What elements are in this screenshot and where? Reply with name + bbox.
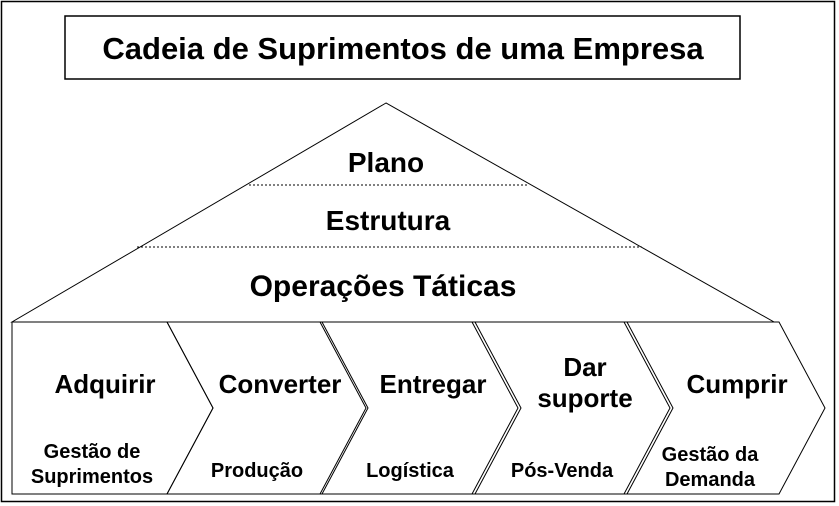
pyramid-level-estrutura: Estrutura	[326, 205, 451, 236]
chevron-sublabel-adquirir-line-1: Gestão de	[44, 441, 141, 463]
chevron-label-converter: Converter	[219, 369, 342, 399]
chevron-label-entregar: Entregar	[380, 369, 487, 399]
chevron-label-adquirir: Adquirir	[54, 369, 155, 399]
diagram-title: Cadeia de Suprimentos de uma Empresa	[102, 31, 704, 66]
chevron-cumprir	[623, 321, 826, 495]
pyramid-level-operacoes-taticas: Operações Táticas	[250, 270, 517, 303]
chevron-sublabel-adquirir-line-2: Suprimentos	[31, 466, 153, 488]
chevron-sublabel-cumprir-line-1: Gestão da	[662, 444, 760, 466]
chevron-sublabel-cumprir-line-2: Demanda	[665, 469, 756, 491]
pyramid-level-plano: Plano	[348, 147, 424, 178]
chevron-sublabel-entregar: Logística	[366, 460, 455, 482]
chevron-sublabel-dar-suporte: Pós-Venda	[511, 460, 614, 482]
chevron-label-dar-suporte-line-1: Dar	[563, 352, 606, 382]
title-box	[64, 15, 741, 80]
chevron-sublabel-converter: Produção	[211, 460, 303, 482]
chevron-label-dar-suporte-line-2: suporte	[537, 383, 632, 413]
chevron-label-cumprir: Cumprir	[686, 369, 787, 399]
